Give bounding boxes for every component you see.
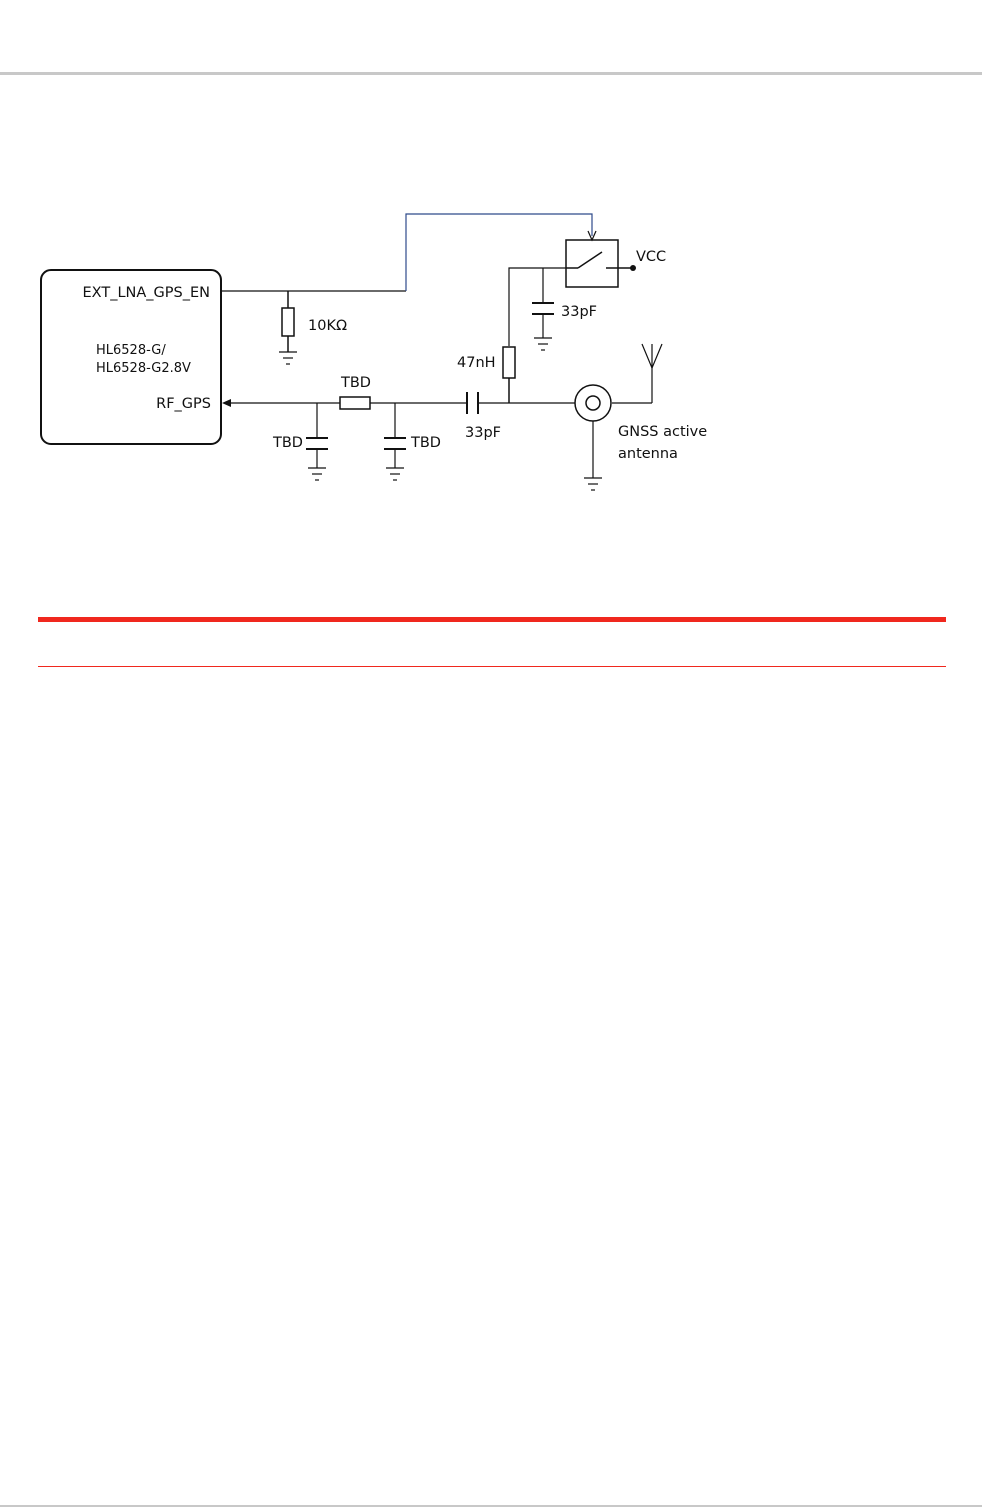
footer-accent-rule [38, 617, 946, 622]
antenna-label-line1: GNSS active [618, 424, 707, 440]
control-wire [221, 214, 596, 291]
pin-label-rf-gps: RF_GPS [156, 396, 211, 412]
module-name-line2: HL6528-G2.8V [96, 361, 191, 376]
vcc-node [630, 265, 636, 271]
module-block: EXT_LNA_GPS_EN HL6528-G/ HL6528-G2.8V RF… [41, 270, 221, 444]
ground-icon [279, 352, 297, 364]
pin-label-ext-lna-gps-en: EXT_LNA_GPS_EN [83, 285, 210, 301]
ground-icon [308, 468, 326, 480]
series-element-label: TBD [340, 375, 371, 391]
ground-icon [386, 468, 404, 480]
antenna-label-line2: antenna [618, 446, 678, 462]
gnss-antenna-schematic: EXT_LNA_GPS_EN HL6528-G/ HL6528-G2.8V RF… [0, 0, 982, 560]
ground-icon [534, 338, 552, 350]
lna-switch [566, 240, 633, 287]
supply-cap-label: 33pF [561, 304, 597, 320]
vcc-label: VCC [636, 249, 666, 265]
pulldown-resistor [282, 291, 294, 352]
inductor-label: 47nH [457, 355, 496, 371]
dc-block-capacitor [467, 392, 478, 414]
page-bottom-divider [0, 1505, 982, 1507]
rf-arrow-icon [222, 399, 231, 407]
antenna-icon [642, 344, 662, 403]
supply-wire [509, 268, 566, 346]
shunt-capacitor-left [306, 403, 328, 468]
bias-inductor [503, 347, 515, 403]
shunt-capacitor-right [384, 403, 406, 468]
dc-block-cap-label: 33pF [465, 425, 501, 441]
series-element [340, 397, 370, 409]
footer-thin-rule [38, 666, 946, 667]
coax-connector-icon [575, 385, 611, 478]
ground-icon [584, 478, 602, 490]
supply-bypass-capacitor [532, 303, 554, 338]
shunt-cap-left-label: TBD [272, 435, 303, 451]
resistor-pullup-label: 10KΩ [308, 318, 347, 334]
module-name-line1: HL6528-G/ [96, 343, 166, 358]
shunt-cap-right-label: TBD [410, 435, 441, 451]
